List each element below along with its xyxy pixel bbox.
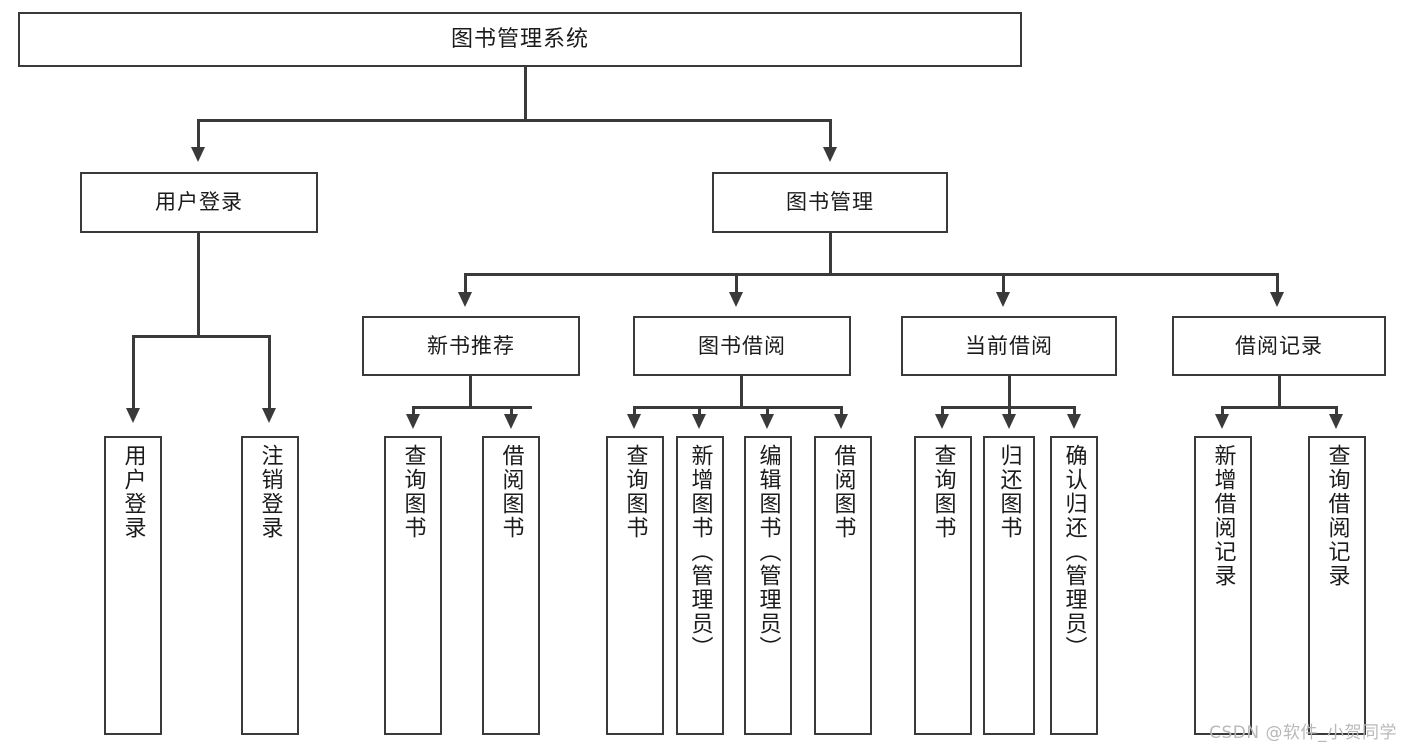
connector-book-management-stem [829, 233, 832, 275]
connector-cb-drop-3 [1073, 406, 1076, 416]
arrowhead-leaf-logout [262, 408, 276, 423]
connector-br-stem [1278, 376, 1281, 408]
arrowhead-bb-leaf-1 [627, 414, 641, 429]
leaf-edit-book-admin[interactable]: 编辑图书（管理员） [744, 436, 792, 735]
connector-root-bus [197, 119, 832, 122]
leaf-label: 查询图书 [400, 444, 426, 540]
arrowhead-user-login [191, 147, 205, 162]
leaf-label: 用户登录 [120, 444, 146, 540]
node-label: 当前借阅 [965, 333, 1053, 358]
connector-bb-drop-2 [698, 406, 701, 416]
connector-bm-drop-4 [1276, 273, 1279, 294]
connector-bb-drop-1 [633, 406, 636, 416]
leaf-label: 确认归还（管理员） [1061, 444, 1087, 660]
node-book-borrow[interactable]: 图书借阅 [633, 316, 851, 376]
node-label: 图书管理 [786, 190, 874, 215]
connector-nbr-bus [412, 406, 532, 409]
connector-bb-stem [740, 376, 743, 408]
leaf-user-login[interactable]: 用户登录 [104, 436, 162, 735]
leaf-label: 查询借阅记录 [1324, 444, 1350, 588]
leaf-label: 查询图书 [622, 444, 648, 540]
leaf-query-book-bb[interactable]: 查询图书 [606, 436, 664, 735]
connector-nbr-drop-2 [510, 406, 513, 416]
arrowhead-borrow-record [1270, 292, 1284, 307]
connector-user-login-bus [132, 335, 268, 338]
connector-bm-drop-2 [735, 273, 738, 294]
leaf-borrow-book-nbr[interactable]: 借阅图书 [482, 436, 540, 735]
arrowhead-cb-leaf-1 [935, 414, 949, 429]
leaf-query-borrow-record[interactable]: 查询借阅记录 [1308, 436, 1366, 735]
arrowhead-bb-leaf-2 [692, 414, 706, 429]
connector-nbr-drop-1 [412, 406, 415, 416]
connector-user-login-stem [197, 233, 200, 337]
node-borrow-record[interactable]: 借阅记录 [1172, 316, 1386, 376]
connector-bm-drop-1 [464, 273, 467, 294]
leaf-query-book-nbr[interactable]: 查询图书 [384, 436, 442, 735]
connector-book-management-bus [464, 273, 1279, 276]
leaf-query-book-cb[interactable]: 查询图书 [914, 436, 972, 735]
leaf-label: 借阅图书 [830, 444, 856, 540]
node-user-login[interactable]: 用户登录 [80, 172, 318, 233]
arrowhead-leaf-user-login [126, 408, 140, 423]
leaf-return-book[interactable]: 归还图书 [983, 436, 1035, 735]
leaf-logout[interactable]: 注销登录 [241, 436, 299, 735]
arrowhead-current-borrow [996, 292, 1010, 307]
connector-nbr-stem [469, 376, 472, 408]
connector-bm-drop-3 [1002, 273, 1005, 294]
connector-cb-drop-2 [1008, 406, 1011, 416]
connector-bb-drop-3 [766, 406, 769, 416]
leaf-add-borrow-record[interactable]: 新增借阅记录 [1194, 436, 1252, 735]
connector-cb-stem [1008, 376, 1011, 408]
connector-user-login-drop-2 [268, 335, 271, 410]
leaf-label: 注销登录 [257, 444, 283, 540]
arrowhead-book-borrow [729, 292, 743, 307]
leaf-label: 新增图书（管理员） [687, 444, 713, 660]
node-book-management-system[interactable]: 图书管理系统 [18, 12, 1022, 67]
leaf-label: 编辑图书（管理员） [755, 444, 781, 660]
connector-bb-bus [633, 406, 843, 409]
arrowhead-bb-leaf-4 [834, 414, 848, 429]
arrowhead-nbr-leaf-1 [406, 414, 420, 429]
arrowhead-nbr-leaf-2 [504, 414, 518, 429]
connector-br-drop-1 [1221, 406, 1224, 416]
leaf-label: 借阅图书 [498, 444, 524, 540]
connector-cb-drop-1 [941, 406, 944, 416]
node-label: 图书管理系统 [450, 26, 589, 52]
leaf-borrow-book-bb[interactable]: 借阅图书 [814, 436, 872, 735]
connector-br-drop-2 [1335, 406, 1338, 416]
arrowhead-bb-leaf-3 [760, 414, 774, 429]
arrowhead-cb-leaf-3 [1067, 414, 1081, 429]
arrowhead-br-leaf-1 [1215, 414, 1229, 429]
leaf-label: 新增借阅记录 [1210, 444, 1236, 588]
leaf-label: 查询图书 [930, 444, 956, 540]
node-label: 图书借阅 [698, 333, 786, 358]
node-book-management[interactable]: 图书管理 [712, 172, 948, 233]
connector-root-to-user-login [197, 119, 200, 149]
leaf-add-book-admin[interactable]: 新增图书（管理员） [676, 436, 724, 735]
arrowhead-br-leaf-2 [1329, 414, 1343, 429]
arrowhead-book-management [823, 147, 837, 162]
connector-root-stem [524, 67, 527, 119]
connector-bb-drop-4 [840, 406, 843, 416]
arrowhead-cb-leaf-2 [1002, 414, 1016, 429]
node-label: 新书推荐 [427, 333, 515, 358]
connector-br-bus [1221, 406, 1338, 409]
connector-root-to-book-management [829, 119, 832, 149]
connector-user-login-drop-1 [132, 335, 135, 410]
node-label: 借阅记录 [1235, 333, 1323, 358]
node-new-book-recommend[interactable]: 新书推荐 [362, 316, 580, 376]
node-current-borrow[interactable]: 当前借阅 [901, 316, 1117, 376]
watermark: CSDN @软件_小贺同学 [1209, 723, 1397, 743]
arrowhead-new-book-recommend [458, 292, 472, 307]
leaf-confirm-return-admin[interactable]: 确认归还（管理员） [1050, 436, 1098, 735]
leaf-label: 归还图书 [996, 444, 1022, 540]
node-label: 用户登录 [155, 190, 243, 215]
